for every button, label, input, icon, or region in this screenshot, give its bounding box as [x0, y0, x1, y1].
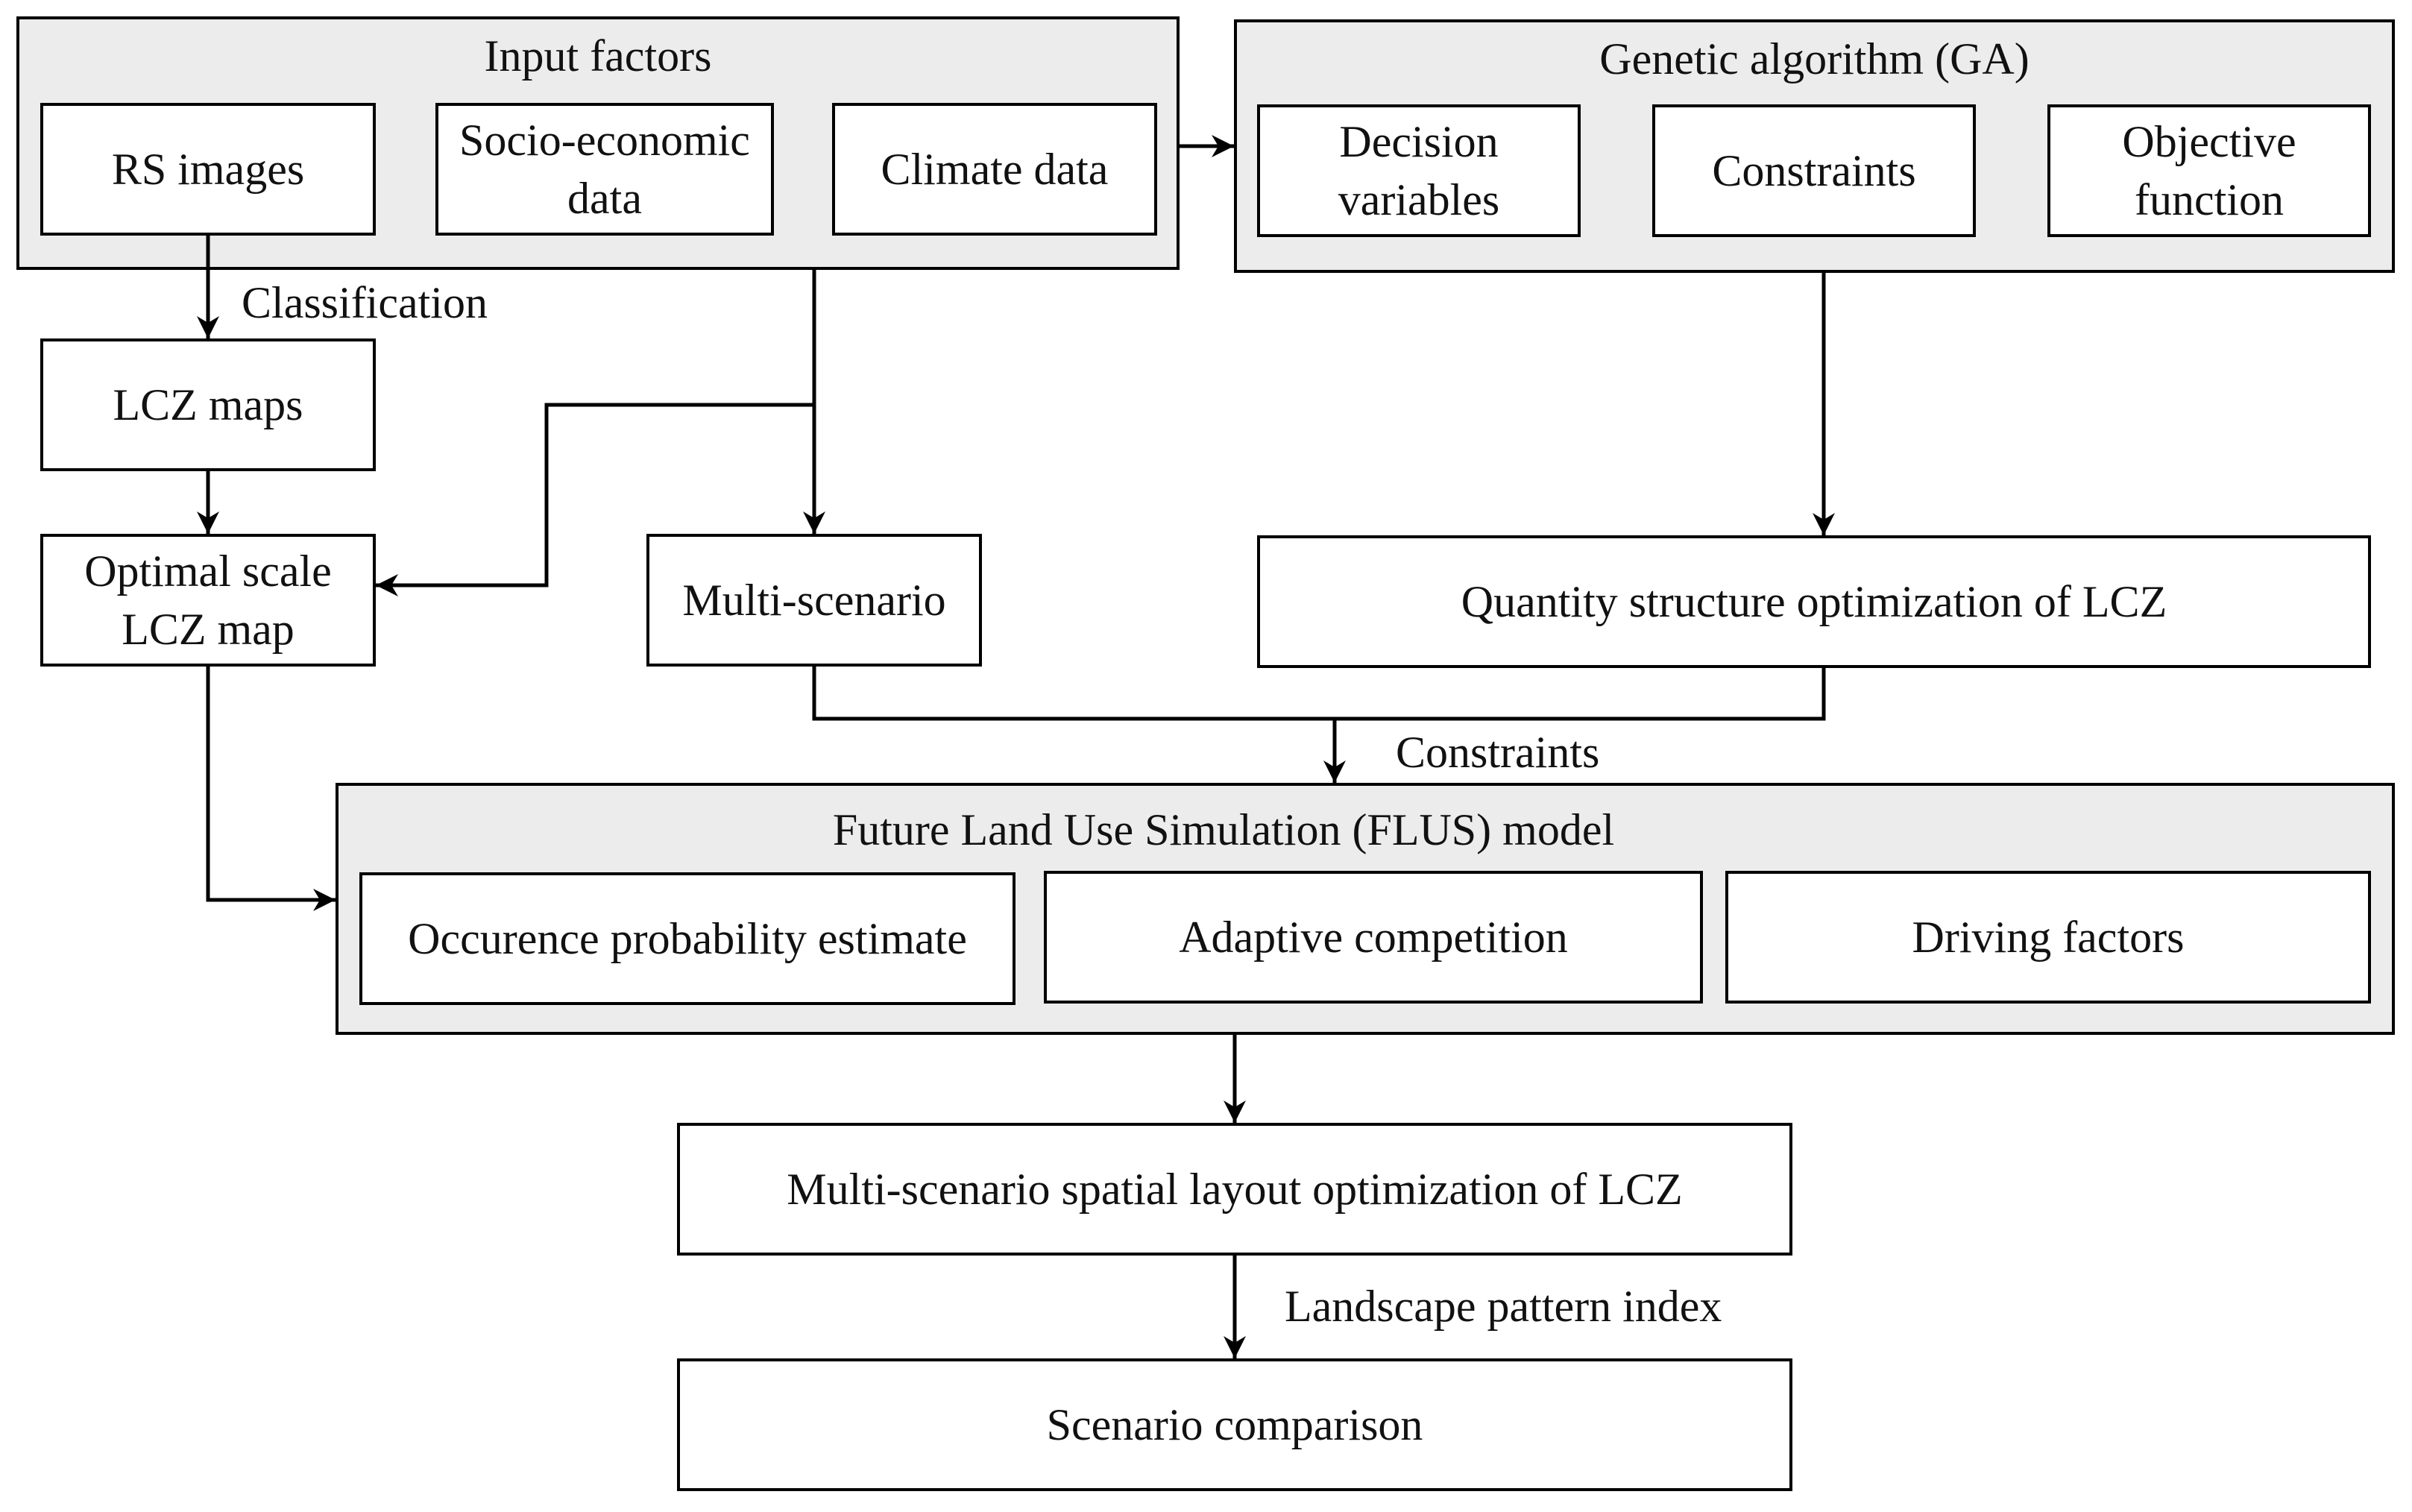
- socio-economic-box: Socio-economic data: [435, 103, 774, 236]
- multi-scenario-box: Multi-scenario: [646, 534, 982, 667]
- spatial-layout-label: Multi-scenario spatial layout optimizati…: [787, 1165, 1683, 1214]
- ga-constraints-box: Constraints: [1652, 104, 1976, 237]
- classification-label: Classification: [242, 278, 488, 327]
- multi-scenario-label: Multi-scenario: [682, 576, 946, 625]
- lcz-maps-box: LCZ maps: [40, 338, 376, 471]
- ga-constraints-label: Constraints: [1712, 146, 1916, 195]
- optimal-scale-box: Optimal scale LCZ map: [40, 534, 376, 667]
- input-factors-title: Input factors: [484, 31, 712, 81]
- landscape-pattern-label: Landscape pattern index: [1285, 1282, 1722, 1331]
- line-merge-constraints: [812, 667, 1826, 721]
- decision-variables-line2: variables: [1338, 175, 1500, 224]
- objective-function-box: Objective function: [2047, 104, 2371, 237]
- driving-factors-label: Driving factors: [1912, 913, 2185, 962]
- climate-data-label: Climate data: [881, 145, 1109, 194]
- objective-function-line2: function: [2135, 175, 2284, 224]
- socio-economic-line2: data: [567, 174, 642, 223]
- quantity-structure-label: Quantity structure optimization of LCZ: [1461, 577, 2167, 626]
- spatial-layout-box: Multi-scenario spatial layout optimizati…: [677, 1123, 1792, 1256]
- objective-function-line1: Objective: [2122, 117, 2296, 166]
- genetic-algorithm-title: Genetic algorithm (GA): [1599, 34, 2030, 84]
- occurrence-probability-box: Occurence probability estimate: [359, 872, 1016, 1005]
- decision-variables-line1: Decision: [1339, 117, 1499, 166]
- optimal-scale-line2: LCZ map: [122, 605, 295, 654]
- socio-economic-line1: Socio-economic: [459, 116, 750, 165]
- quantity-structure-box: Quantity structure optimization of LCZ: [1257, 535, 2371, 668]
- rs-images-box: RS images: [40, 103, 376, 236]
- lcz-maps-label: LCZ maps: [113, 380, 303, 429]
- scenario-comparison-label: Scenario comparison: [1046, 1400, 1423, 1449]
- adaptive-competition-box: Adaptive competition: [1044, 871, 1703, 1004]
- arrow-optimal-to-flus: [206, 667, 336, 911]
- scenario-comparison-box: Scenario comparison: [677, 1358, 1792, 1491]
- rs-images-label: RS images: [111, 145, 305, 194]
- adaptive-competition-label: Adaptive competition: [1179, 913, 1568, 962]
- decision-variables-box: Decision variables: [1257, 104, 1581, 237]
- driving-factors-box: Driving factors: [1725, 871, 2371, 1004]
- constraints-label: Constraints: [1396, 728, 1600, 777]
- optimal-scale-line1: Optimal scale: [84, 546, 332, 596]
- climate-data-box: Climate data: [832, 103, 1157, 236]
- arrow-branch-to-optimal: [376, 403, 814, 596]
- flus-model-title: Future Land Use Simulation (FLUS) model: [832, 805, 1615, 854]
- occurrence-probability-label: Occurence probability estimate: [408, 914, 967, 963]
